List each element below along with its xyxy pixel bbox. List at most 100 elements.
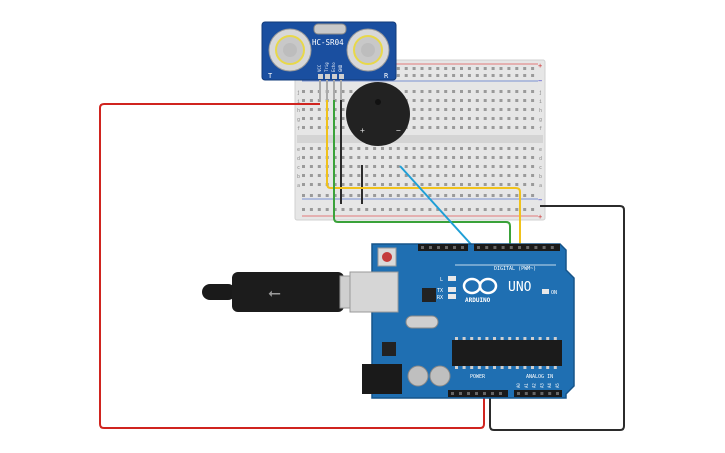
breadboard-hole bbox=[428, 147, 432, 150]
chip-pin bbox=[515, 337, 519, 340]
breadboard-hole bbox=[523, 108, 527, 111]
rail-plus-bottom: + bbox=[538, 213, 542, 221]
rail-hole bbox=[436, 208, 440, 211]
breadboard-hole bbox=[309, 165, 313, 168]
row-letter: b bbox=[539, 174, 542, 180]
header-hole bbox=[509, 246, 513, 249]
breadboard-hole bbox=[309, 117, 313, 120]
usb-port[interactable] bbox=[349, 271, 399, 313]
breadboard-hole bbox=[302, 156, 305, 159]
rail-hole bbox=[515, 74, 519, 77]
rail-hole bbox=[436, 67, 440, 70]
rail-hole bbox=[491, 74, 495, 77]
breadboard-hole bbox=[404, 156, 408, 159]
breadboard-hole bbox=[365, 156, 369, 159]
breadboard-hole bbox=[507, 165, 511, 168]
chip-pin bbox=[508, 337, 512, 340]
breadboard-hole bbox=[523, 183, 527, 186]
analog-header bbox=[514, 390, 562, 397]
rail-hole bbox=[428, 74, 432, 77]
breadboard-hole bbox=[317, 126, 321, 129]
breadboard-hole bbox=[444, 108, 448, 111]
rail-hole bbox=[325, 208, 329, 211]
header-hole bbox=[451, 392, 454, 395]
breadboard-hole bbox=[404, 147, 408, 150]
breadboard-hole bbox=[420, 147, 424, 150]
chip-pin bbox=[531, 366, 534, 369]
breadboard-hole bbox=[412, 183, 416, 186]
breadboard-hole bbox=[460, 174, 463, 177]
reset-button-cap[interactable] bbox=[382, 252, 392, 262]
breadboard-hole bbox=[444, 165, 448, 168]
breadboard-hole bbox=[460, 117, 463, 120]
blue-wire[interactable] bbox=[399, 165, 479, 253]
red-wire[interactable] bbox=[99, 103, 485, 429]
breadboard-channel bbox=[297, 135, 543, 143]
rail-hole bbox=[444, 208, 448, 211]
sensor-pin-1[interactable] bbox=[318, 74, 323, 79]
on-led bbox=[542, 289, 549, 294]
wires bbox=[99, 100, 625, 431]
breadboard-hole bbox=[309, 183, 313, 186]
breadboard-hole bbox=[460, 126, 463, 129]
breadboard-hole bbox=[507, 90, 511, 93]
sensor-t-mark: T bbox=[268, 72, 273, 80]
breadboard-hole bbox=[507, 156, 511, 159]
breadboard-hole bbox=[507, 174, 511, 177]
analog-pin-label: A4 bbox=[547, 383, 552, 388]
breadboard-hole bbox=[499, 165, 503, 168]
rail-hole bbox=[444, 74, 448, 77]
usb-chip bbox=[422, 288, 436, 302]
breadboard-hole bbox=[333, 165, 337, 168]
breadboard-hole bbox=[483, 117, 487, 120]
sensor-pin-echo: Echo bbox=[331, 62, 336, 72]
breadboard-hole bbox=[475, 156, 479, 159]
rail-hole bbox=[491, 67, 495, 70]
rail-hole bbox=[404, 67, 408, 70]
breadboard-hole bbox=[341, 108, 345, 111]
breadboard-hole bbox=[317, 147, 321, 150]
breadboard-hole bbox=[483, 126, 487, 129]
breadboard-hole bbox=[460, 108, 463, 111]
sensor-pin-2[interactable] bbox=[325, 74, 330, 79]
breadboard-hole bbox=[467, 126, 471, 129]
rail-hole bbox=[317, 194, 321, 197]
rail-hole bbox=[475, 194, 479, 197]
sensor-pin-4[interactable] bbox=[339, 74, 344, 79]
breadboard-hole bbox=[404, 165, 408, 168]
breadboard-hole bbox=[452, 90, 456, 93]
breadboard-hole bbox=[341, 174, 345, 177]
analog-pin-label: A2 bbox=[532, 383, 537, 388]
breadboard-hole bbox=[452, 183, 456, 186]
yellow-wire[interactable] bbox=[326, 100, 521, 252]
tx-led-label: TX bbox=[437, 288, 443, 294]
breadboard-hole bbox=[365, 174, 369, 177]
breadboard-hole bbox=[333, 126, 337, 129]
breadboard-hole bbox=[491, 165, 495, 168]
chip-pin bbox=[538, 366, 542, 369]
rail-hole bbox=[428, 67, 432, 70]
breadboard-hole bbox=[444, 117, 448, 120]
rail-hole bbox=[515, 194, 519, 197]
breadboard-hole bbox=[531, 117, 535, 120]
rail-hole bbox=[483, 194, 487, 197]
rail-hole bbox=[349, 194, 353, 197]
sensor-pin-3[interactable] bbox=[332, 74, 337, 79]
breadboard-hole bbox=[412, 156, 416, 159]
breadboard-hole bbox=[491, 108, 495, 111]
green-wire[interactable] bbox=[333, 100, 511, 252]
arduino-brand: ARDUINO bbox=[465, 297, 491, 304]
black-wire-gnd[interactable] bbox=[489, 205, 625, 431]
power-jack[interactable] bbox=[362, 364, 402, 394]
breadboard-hole bbox=[444, 147, 448, 150]
breadboard-hole bbox=[428, 126, 432, 129]
row-letter: d bbox=[539, 156, 542, 162]
breadboard-hole bbox=[531, 174, 535, 177]
breadboard-hole bbox=[381, 147, 384, 150]
rail-hole bbox=[396, 67, 400, 70]
breadboard-hole bbox=[428, 90, 432, 93]
rail-hole bbox=[412, 194, 416, 197]
breadboard-hole bbox=[365, 183, 369, 186]
regulator bbox=[382, 342, 396, 356]
